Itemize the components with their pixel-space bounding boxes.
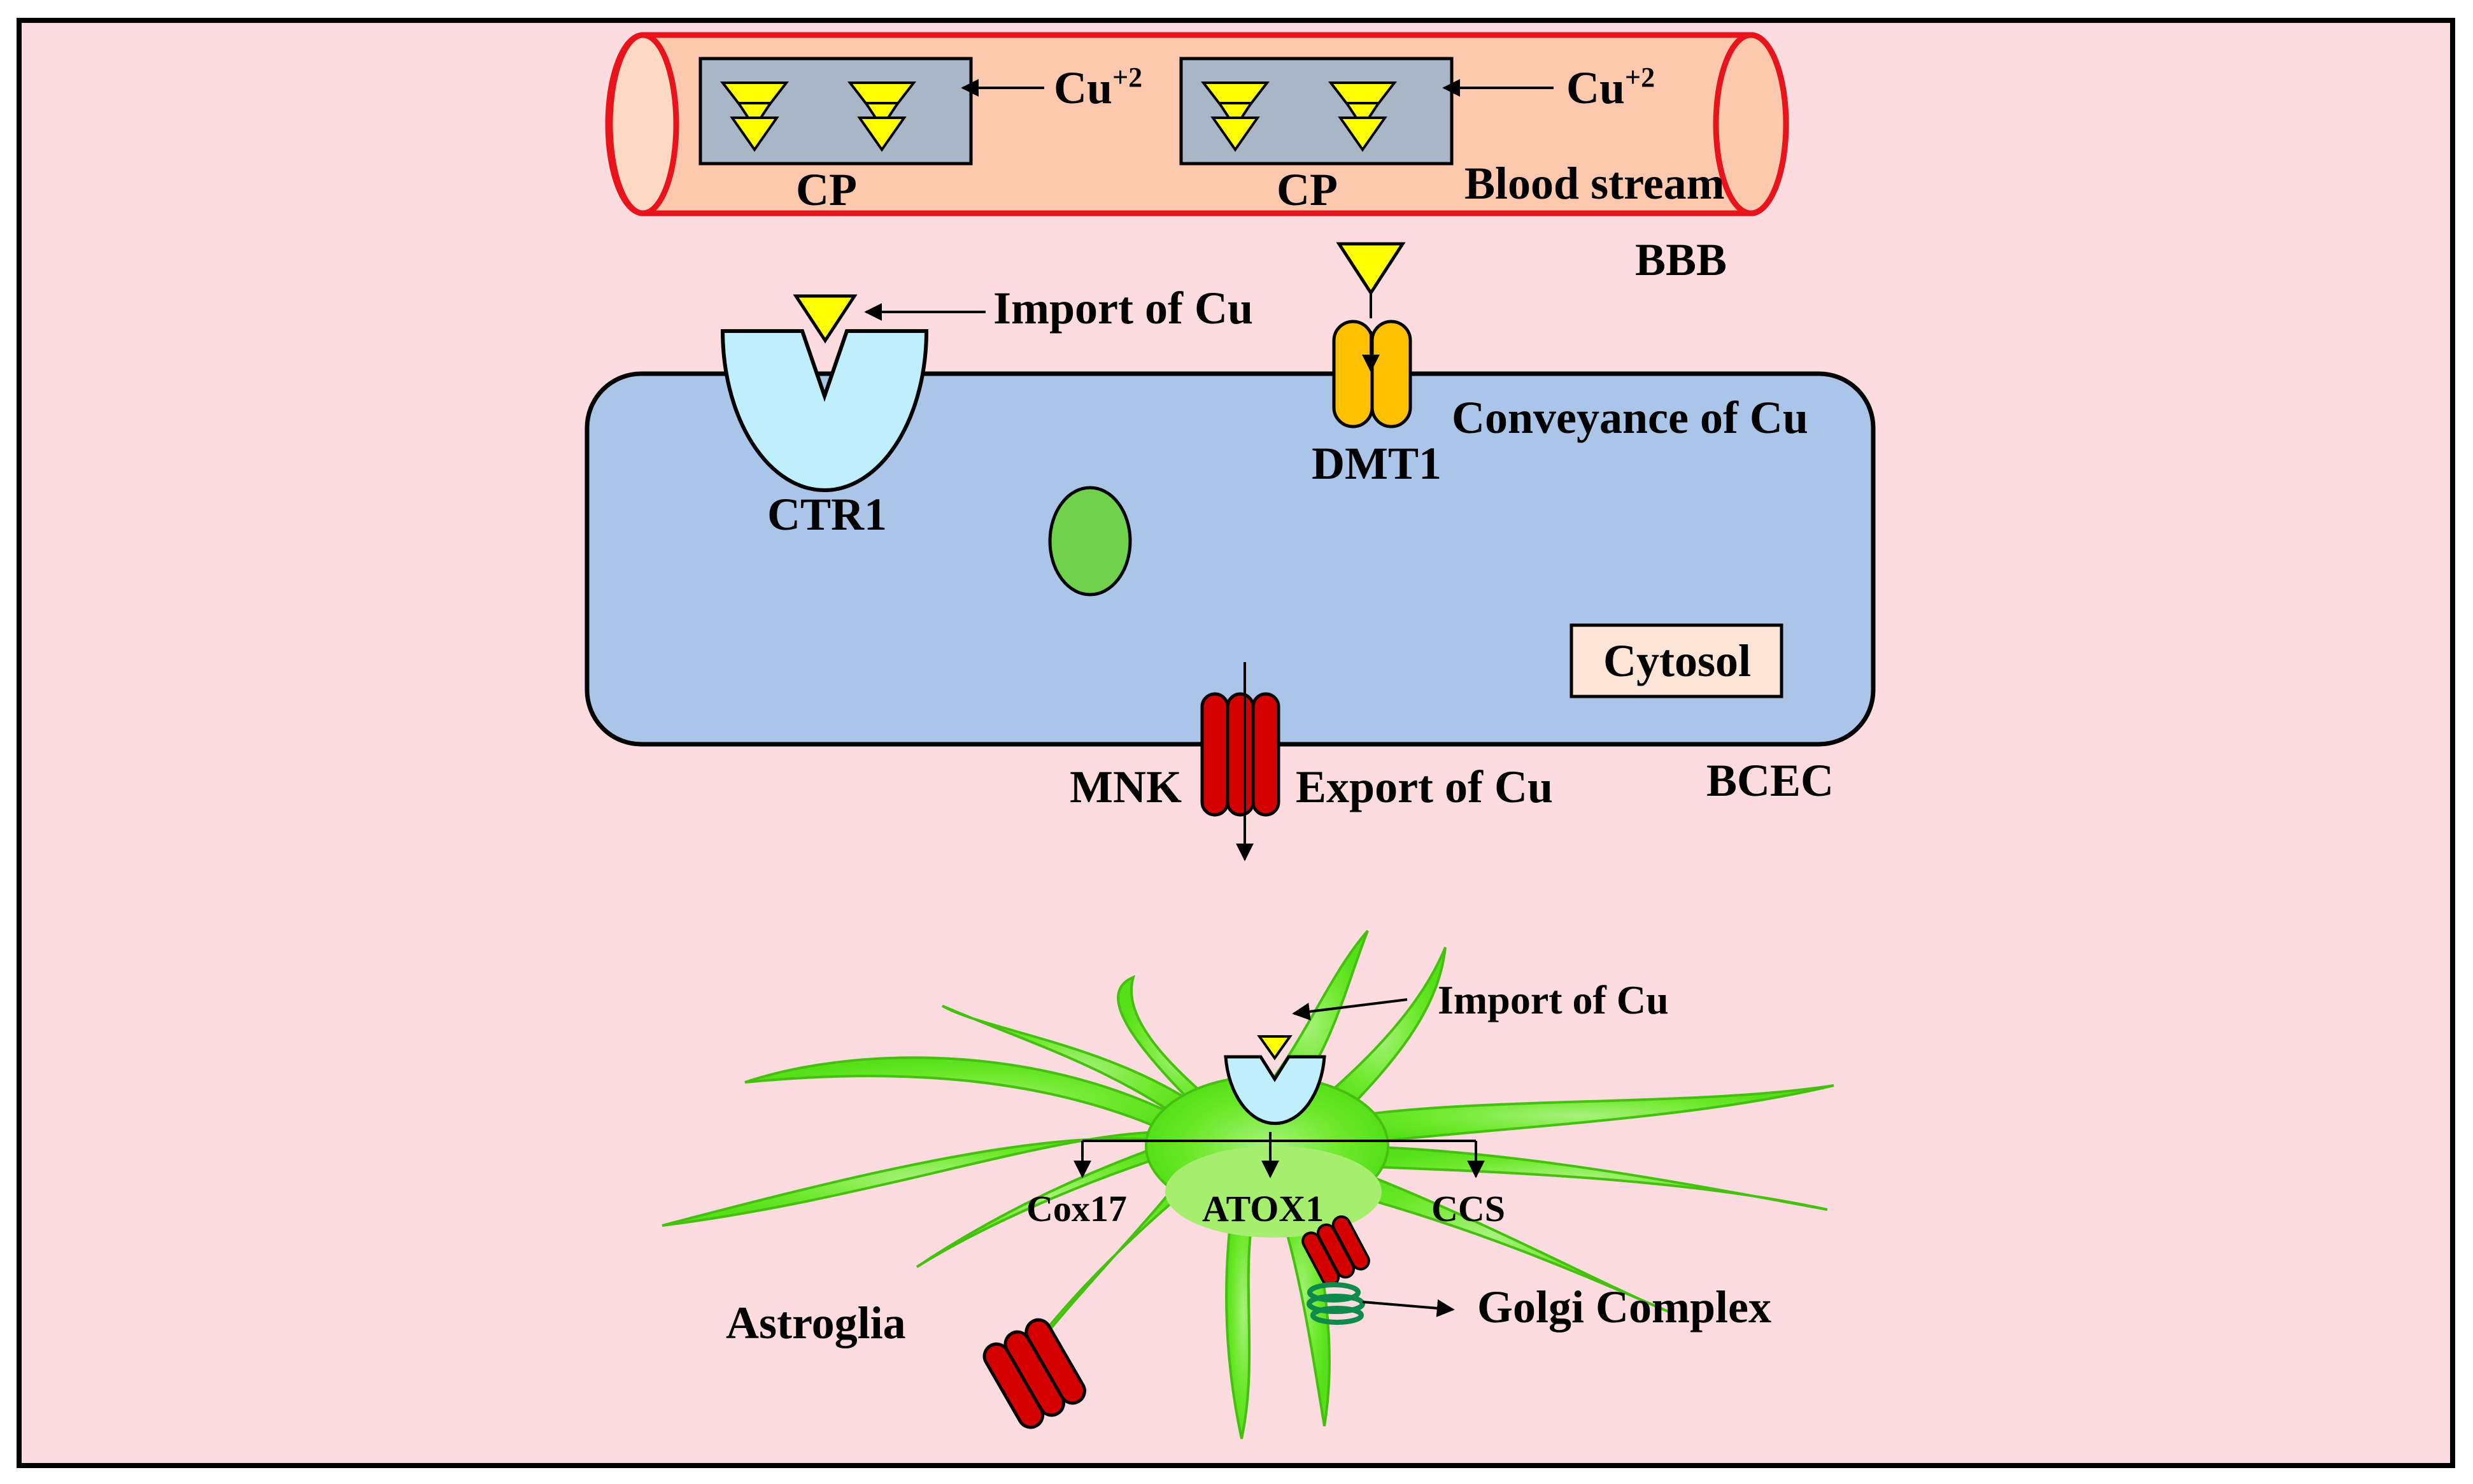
- astro-mnk-process: [982, 1318, 1086, 1429]
- bcec-label: BCEC: [1706, 755, 1834, 806]
- ccs-label: CCS: [1431, 1188, 1505, 1229]
- golgi-complex-icon: [1307, 1282, 1365, 1325]
- golgi-arrow: [1362, 1299, 1455, 1317]
- copper-cluster-icon: [719, 81, 917, 152]
- copper-cluster-icon: [1200, 81, 1398, 152]
- export-label: Export of Cu: [1296, 761, 1553, 812]
- astroglia-label: Astroglia: [726, 1297, 906, 1348]
- bbb-label: BBB: [1635, 234, 1727, 285]
- chaperone-distribution: [1074, 1132, 1485, 1178]
- cytosol-box: [1570, 623, 1783, 698]
- astro-ctr1-receptor: [1224, 1035, 1326, 1126]
- mnk-transporter: [1200, 692, 1280, 817]
- atox1-label: ATOX1: [1202, 1188, 1324, 1229]
- astro-import-label: Import of Cu: [1438, 977, 1669, 1022]
- cu-ion-label-1: Cu+2: [1054, 62, 1142, 113]
- cp-label-1: CP: [796, 164, 857, 215]
- ceruloplasmin-complex-2: [1179, 57, 1454, 166]
- ceruloplasmin-complex-1: [698, 57, 973, 166]
- astroglia-nucleus: [1165, 1146, 1382, 1238]
- dmt1-transporter: [1332, 242, 1412, 428]
- copper-ion-icon: [793, 294, 858, 344]
- cp-label-2: CP: [1277, 164, 1338, 215]
- conveyance-label: Conveyance of Cu: [1452, 392, 1808, 443]
- ctr1-receptor: [720, 294, 929, 492]
- cu-ion-label-2: Cu+2: [1566, 62, 1655, 113]
- vessel-end-right: [1713, 32, 1789, 216]
- import-label-top: Import of Cu: [993, 283, 1253, 334]
- copper-ion-icon: [1336, 242, 1406, 296]
- astro-import-arrow: [1292, 998, 1408, 1021]
- cox17-label: Cox17: [1026, 1188, 1127, 1229]
- astro-mnk-transporter: [1301, 1215, 1370, 1287]
- ctr1-label: CTR1: [767, 489, 887, 540]
- blood-stream-label: Blood stream: [1464, 158, 1725, 209]
- nucleus: [1048, 486, 1132, 597]
- golgi-label: Golgi Complex: [1477, 1282, 1771, 1332]
- copper-ion-icon: [1257, 1035, 1293, 1061]
- mnk-label: MNK: [1070, 761, 1182, 812]
- dmt1-label: DMT1: [1312, 438, 1442, 489]
- cytosol-label: Cytosol: [1603, 635, 1751, 686]
- vessel-end-left: [607, 32, 679, 216]
